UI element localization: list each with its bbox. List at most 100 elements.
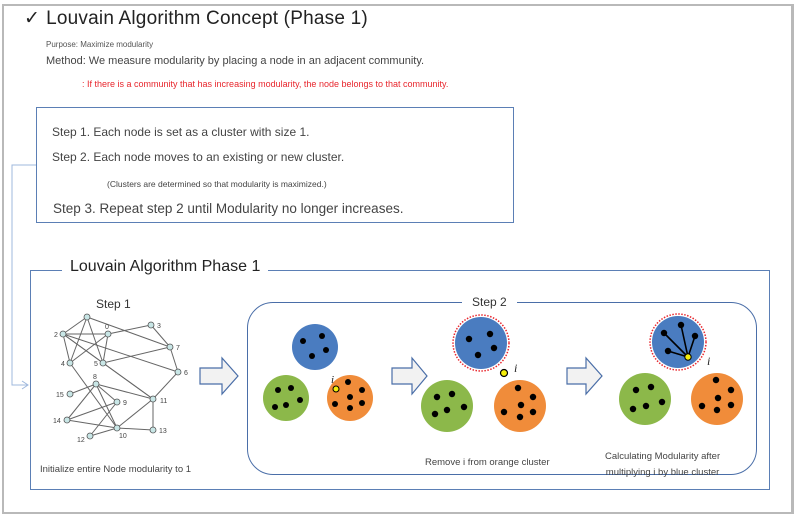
blue-cluster xyxy=(292,324,338,370)
node-i xyxy=(684,353,692,361)
node-i-label: i xyxy=(331,374,334,386)
checkmark-icon: ✓ xyxy=(24,8,41,29)
graph-node-label: 7 xyxy=(176,345,180,352)
graph-edge xyxy=(95,383,154,400)
node-i xyxy=(499,368,509,378)
graph-nodes: 2 0 3 7 4 5 6 8 15 9 11 14 10 13 12 xyxy=(53,313,188,444)
method-text: Method: We measure modularity by placing… xyxy=(46,55,425,67)
graph-edge xyxy=(69,383,97,395)
graph-node-12 xyxy=(86,432,94,440)
graph-node-label: 9 xyxy=(123,400,127,407)
graph-node-9 xyxy=(113,398,121,406)
graph-node-label: 11 xyxy=(160,398,167,405)
graph-node-label: 5 xyxy=(94,361,98,368)
graph-node-5 xyxy=(99,359,107,367)
graph-edge xyxy=(116,398,154,429)
highlight-ring xyxy=(452,314,510,372)
graph-node-label: 0 xyxy=(105,324,109,331)
graph-node-15 xyxy=(66,390,74,398)
node-i-label: i xyxy=(514,361,517,375)
graph-edge xyxy=(102,333,109,364)
graph-edge xyxy=(102,362,154,400)
phase-box xyxy=(30,270,770,490)
cluster-panel-merge: i xyxy=(619,313,743,425)
graph-node-label: 4 xyxy=(61,361,65,368)
graph-node-11 xyxy=(149,395,157,403)
graph-edge xyxy=(69,316,88,364)
cluster-panel-initial: i xyxy=(263,324,373,421)
graph-node-label: 15 xyxy=(56,392,64,399)
connector-line xyxy=(11,164,36,386)
green-cluster xyxy=(619,373,671,425)
graph-node-label: 6 xyxy=(184,370,188,377)
connector-arrowhead xyxy=(21,380,29,390)
graph-node-2 xyxy=(59,330,67,338)
steps-box xyxy=(36,107,514,223)
graph-edge xyxy=(62,316,88,335)
graph-edge xyxy=(62,333,179,373)
step-1-text: Step 1. Each node is set as a cluster wi… xyxy=(52,125,310,139)
graph-node-label: 3 xyxy=(157,323,161,330)
right-arrow-icon xyxy=(391,356,428,396)
graph-edge xyxy=(150,324,171,348)
graph-edge xyxy=(69,333,109,364)
right-arrow-icon xyxy=(199,356,239,396)
caption-calculate-line2: multiplying i by blue cluster xyxy=(605,467,720,478)
title-text: Louvain Algorithm Concept (Phase 1) xyxy=(46,8,368,29)
step-2-text: Step 2. Each node moves to an existing o… xyxy=(52,150,345,164)
graph-edges xyxy=(62,316,179,437)
caption-calculate: Calculating Modularity after multiplying… xyxy=(605,449,720,481)
graph-node-0 xyxy=(104,330,112,338)
node-i-label: i xyxy=(707,354,710,368)
method-note: : If there is a community that has incre… xyxy=(82,79,449,89)
page-title: ✓Louvain Algorithm Concept (Phase 1) xyxy=(24,7,368,30)
cluster-panel-remove: i xyxy=(421,314,546,432)
graph-edge xyxy=(102,346,171,364)
graph-edge xyxy=(62,333,104,364)
graph-node-13 xyxy=(149,426,157,434)
graph-edge xyxy=(107,324,152,335)
graph-edge xyxy=(66,383,97,421)
graph-edge xyxy=(86,316,104,364)
green-cluster xyxy=(263,375,309,421)
graph-node-label: 14 xyxy=(53,418,61,425)
graph-edge xyxy=(89,427,118,437)
graph-edge xyxy=(169,346,179,373)
graph-edge xyxy=(89,401,118,437)
graph-node-6 xyxy=(174,368,182,376)
caption-calculate-line1: Calculating Modularity after xyxy=(605,451,721,462)
orange-cluster xyxy=(494,380,546,432)
graph-node-8 xyxy=(92,380,100,388)
step-2-note: (Clusters are determined so that modular… xyxy=(107,179,327,189)
caption-initialize: Initialize entire Node modularity to 1 xyxy=(40,464,192,475)
slide-frame xyxy=(2,4,794,514)
graph-node-14 xyxy=(63,416,71,424)
graph-node-label: 8 xyxy=(93,374,97,381)
graph-node-label: 13 xyxy=(159,428,167,435)
right-arrow-icon xyxy=(566,356,603,396)
graph-edge xyxy=(116,427,154,431)
graph-edge xyxy=(66,419,118,429)
highlight-ring xyxy=(649,313,707,371)
caption-remove: Remove i from orange cluster xyxy=(425,457,550,468)
graph-edge xyxy=(69,362,118,429)
graph-node-label: 12 xyxy=(77,437,85,444)
graph-node-label: 10 xyxy=(119,433,127,440)
blue-cluster xyxy=(455,317,507,369)
step2-label: Step 2 xyxy=(462,295,517,309)
graph-node-10 xyxy=(113,424,121,432)
graph-node-label: 2 xyxy=(54,332,58,339)
step1-label: Step 1 xyxy=(96,297,131,311)
graph-node-4 xyxy=(66,359,74,367)
graph-node-3 xyxy=(147,321,155,329)
graph-edge xyxy=(66,401,118,421)
graph-node-7 xyxy=(166,343,174,351)
phase-title: Louvain Algorithm Phase 1 xyxy=(62,258,269,276)
graph-edge xyxy=(62,333,71,364)
purpose-text: Purpose: Maximize modularity xyxy=(46,40,154,49)
node-i xyxy=(332,385,340,393)
orange-cluster xyxy=(327,375,373,421)
graph-edge xyxy=(152,371,179,400)
graph-node-1 xyxy=(83,313,91,321)
